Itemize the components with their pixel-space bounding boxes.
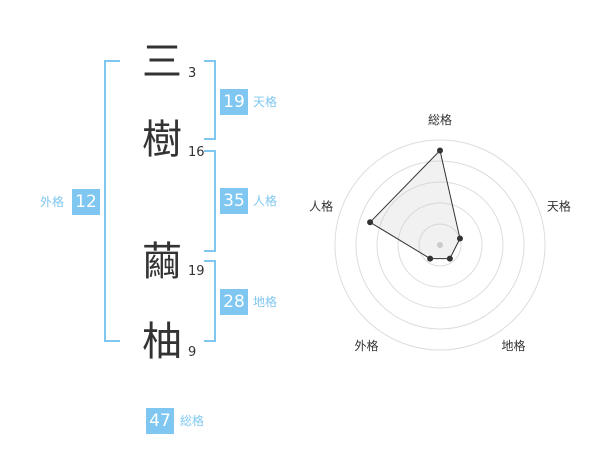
- stroke-count-4: 9: [188, 345, 197, 360]
- radar-point-2: [456, 235, 463, 242]
- radar-axis-label-2: 天格: [547, 198, 571, 213]
- soukaku-badge: 47: [146, 408, 174, 434]
- stroke-count-1: 3: [188, 66, 197, 81]
- radar-center: [437, 242, 443, 248]
- name-char-1: 三: [142, 39, 182, 85]
- jinkaku-label: 人格: [253, 194, 278, 208]
- name-char-4: 柚: [142, 319, 182, 365]
- name-char-2: 樹: [142, 117, 182, 163]
- stroke-count-2: 16: [188, 145, 205, 160]
- radar-ring: [334, 139, 546, 351]
- tenkaku-badge: 19: [220, 89, 248, 115]
- radar-area: [369, 149, 461, 260]
- gaikaku-badge: 12: [72, 189, 100, 215]
- jinkaku-bracket: [204, 150, 216, 252]
- radar-axis-label-1: 総格: [428, 112, 452, 127]
- radar-axis-label-3: 地格: [501, 338, 525, 353]
- chikaku-label: 地格: [253, 295, 278, 309]
- name-char-3: 繭: [142, 239, 182, 285]
- radar-point-1: [437, 147, 443, 154]
- chikaku-badge: 28: [220, 289, 248, 315]
- stroke-count-3: 19: [188, 264, 205, 279]
- tenkaku-label: 天格: [253, 95, 278, 109]
- radar-ring: [397, 202, 483, 288]
- radar-axis-label-5: 人格: [309, 198, 333, 213]
- chikaku-bracket: [204, 260, 216, 342]
- radar-point-5: [367, 219, 374, 226]
- soukaku-label: 総格: [180, 414, 205, 428]
- radar-ring: [376, 181, 504, 309]
- radar-axis-label-4: 外格: [355, 338, 379, 353]
- gaikaku-bracket: [104, 60, 120, 342]
- tenkaku-bracket: [204, 60, 216, 140]
- jinkaku-badge: 35: [220, 188, 248, 214]
- radar-ring: [355, 160, 525, 330]
- radar-point-4: [427, 255, 434, 262]
- radar-ring: [418, 223, 462, 267]
- gaikaku-label: 外格: [40, 195, 65, 209]
- radar-point-3: [446, 255, 453, 262]
